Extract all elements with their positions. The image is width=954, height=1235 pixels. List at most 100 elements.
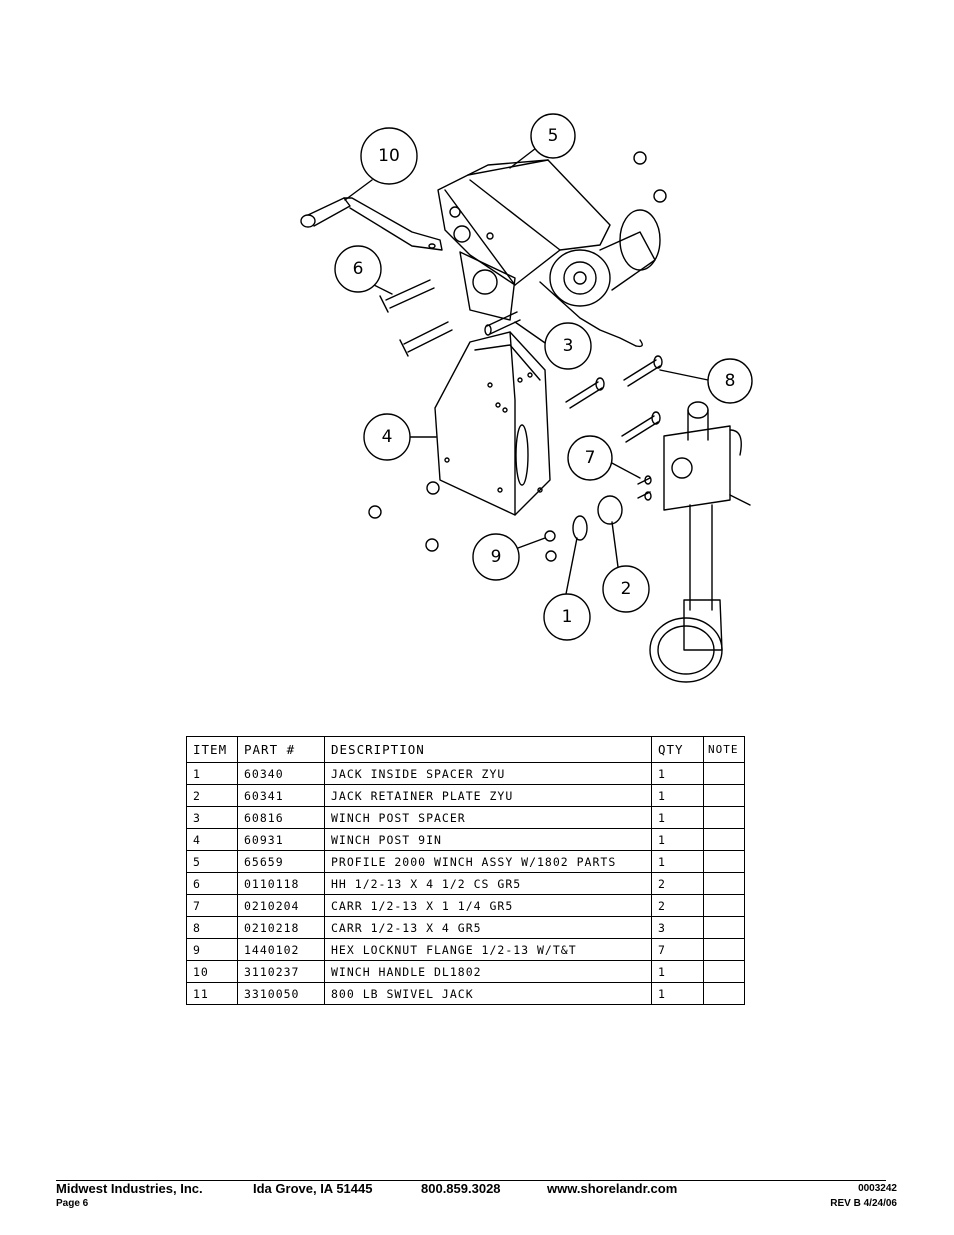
- header-item: ITEM: [186, 736, 238, 763]
- footer-doc-number: 0003242: [858, 1183, 897, 1194]
- cell-qty: 2: [651, 894, 704, 917]
- footer-city: Ida Grove, IA 51445: [253, 1181, 373, 1196]
- table-header-row: ITEM PART # DESCRIPTION QTY NOTE: [186, 736, 745, 763]
- cell-description: WINCH HANDLE DL1802: [324, 960, 652, 983]
- footer-company: Midwest Industries, Inc.: [56, 1181, 203, 1196]
- cell-note: [703, 806, 745, 829]
- callout-label: 9: [491, 547, 502, 567]
- footer-page-number: Page 6: [56, 1198, 89, 1209]
- cell-qty: 1: [651, 960, 704, 983]
- header-part-number: PART #: [237, 736, 325, 763]
- cell-qty: 3: [651, 916, 704, 939]
- spacer-drawing: [572, 515, 588, 541]
- cell-description: JACK INSIDE SPACER ZYU: [324, 762, 652, 785]
- cell-part-number: 3310050: [237, 982, 325, 1005]
- winch-assembly-drawing: [437, 159, 661, 348]
- footer-rule: [56, 1180, 886, 1181]
- cell-item: 9: [186, 938, 238, 961]
- footer-revision: REV B 4/24/06: [830, 1198, 897, 1209]
- cell-qty: 1: [651, 784, 704, 807]
- callout-label: 2: [621, 579, 632, 599]
- locknut-drawing: [368, 151, 667, 562]
- retainer-plate-drawing: [597, 495, 623, 525]
- cell-qty: 1: [651, 806, 704, 829]
- cell-part-number: 60341: [237, 784, 325, 807]
- carriage-bolt-drawing: [565, 355, 663, 501]
- callout-label: 7: [585, 448, 596, 468]
- cell-item: 5: [186, 850, 238, 873]
- cell-qty: 1: [651, 762, 704, 785]
- cell-description: PROFILE 2000 WINCH ASSY W/1802 PARTS: [324, 850, 652, 873]
- header-qty: QTY: [651, 736, 704, 763]
- callout-label: 3: [563, 336, 574, 356]
- cell-item: 2: [186, 784, 238, 807]
- cell-note: [703, 960, 745, 983]
- cell-qty: 1: [651, 850, 704, 873]
- callout-label: 4: [382, 427, 393, 447]
- cell-item: 1: [186, 762, 238, 785]
- cell-note: [703, 938, 745, 961]
- cell-description: JACK RETAINER PLATE ZYU: [324, 784, 652, 807]
- cell-description: WINCH POST 9IN: [324, 828, 652, 851]
- cell-description: CARR 1/2-13 X 4 GR5: [324, 916, 652, 939]
- cell-part-number: 60931: [237, 828, 325, 851]
- swivel-jack-drawing: [649, 401, 742, 683]
- cell-part-number: 1440102: [237, 938, 325, 961]
- winch-handle-drawing: [300, 197, 443, 251]
- callout-label: 6: [353, 259, 364, 279]
- cell-note: [703, 894, 745, 917]
- cell-item: 7: [186, 894, 238, 917]
- cell-part-number: 60340: [237, 762, 325, 785]
- cell-description: 800 LB SWIVEL JACK: [324, 982, 652, 1005]
- cell-qty: 2: [651, 872, 704, 895]
- exploded-parts-diagram: 10 5 6 3 8 4 7 9 2 1: [300, 113, 753, 683]
- cell-item: 10: [186, 960, 238, 983]
- cell-qty: 1: [651, 828, 704, 851]
- footer-website: www.shorelandr.com: [547, 1181, 678, 1196]
- cell-part-number: 60816: [237, 806, 325, 829]
- cell-item: 4: [186, 828, 238, 851]
- cell-note: [703, 828, 745, 851]
- cell-part-number: 0210204: [237, 894, 325, 917]
- cell-note: [703, 982, 745, 1005]
- cell-qty: 7: [651, 938, 704, 961]
- cell-item: 3: [186, 806, 238, 829]
- callout-label: 1: [562, 607, 573, 627]
- cell-qty: 1: [651, 982, 704, 1005]
- footer-phone: 800.859.3028: [421, 1181, 501, 1196]
- callout-label: 10: [378, 146, 400, 166]
- cell-item: 8: [186, 916, 238, 939]
- winch-post-drawing: [434, 331, 551, 516]
- bolt-drawing: [379, 279, 521, 357]
- cell-part-number: 0110118: [237, 872, 325, 895]
- cell-item: 6: [186, 872, 238, 895]
- callout-label: 8: [725, 371, 736, 391]
- cell-part-number: 3110237: [237, 960, 325, 983]
- cell-description: CARR 1/2-13 X 1 1/4 GR5: [324, 894, 652, 917]
- cell-description: WINCH POST SPACER: [324, 806, 652, 829]
- cell-description: HH 1/2-13 X 4 1/2 CS GR5: [324, 872, 652, 895]
- callout-label: 5: [548, 126, 559, 146]
- cell-part-number: 0210218: [237, 916, 325, 939]
- cell-note: [703, 784, 745, 807]
- cell-note: [703, 762, 745, 785]
- header-description: DESCRIPTION: [324, 736, 652, 763]
- header-note: NOTE: [703, 736, 745, 763]
- cell-note: [703, 916, 745, 939]
- cell-description: HEX LOCKNUT FLANGE 1/2-13 W/T&T: [324, 938, 652, 961]
- cell-note: [703, 872, 745, 895]
- cell-item: 11: [186, 982, 238, 1005]
- cell-note: [703, 850, 745, 873]
